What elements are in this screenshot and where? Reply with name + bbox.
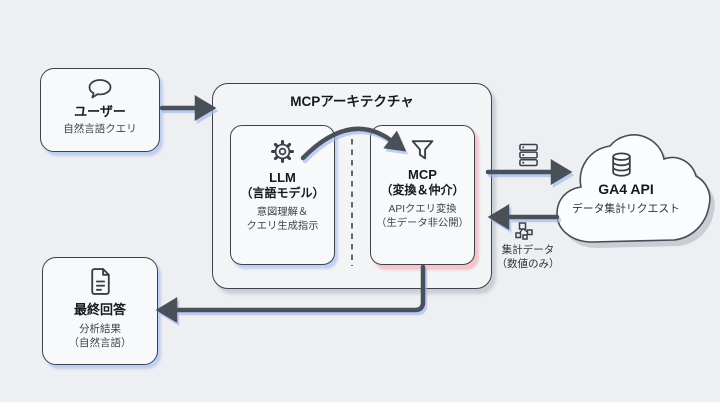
database-icon <box>609 151 634 179</box>
llm-subtitle: （言語モデル） <box>240 186 325 200</box>
llm-title: LLM <box>269 170 296 185</box>
user-title: ユーザー <box>74 104 126 119</box>
gear-icon <box>269 138 296 165</box>
ga4-subtitle: データ集計リクエスト <box>572 203 680 215</box>
user-box: ユーザー 自然言語クエリ <box>40 68 160 152</box>
mcp-desc-line1: APIクエリ変換 <box>388 204 457 215</box>
mcp-subtitle: （変換＆仲介） <box>380 183 465 197</box>
document-icon <box>88 267 113 296</box>
ga4-title: GA4 API <box>598 181 654 197</box>
answer-desc-line1: 分析結果 <box>79 323 121 335</box>
llm-desc-line2: クエリ生成指示 <box>246 220 319 232</box>
llm-desc-line1: 意図理解＆ <box>256 207 309 218</box>
answer-desc-line2: （自然言語） <box>68 336 132 349</box>
speech-bubble-icon <box>86 77 114 101</box>
aggregate-data-label: 集計データ （数値のみ） <box>484 244 572 271</box>
data-squares-icon <box>515 222 533 240</box>
architecture-title: MCPアーキテクチャ <box>290 94 414 109</box>
aggregate-label-line2: （数値のみ） <box>496 257 560 270</box>
user-subtitle: 自然言語クエリ <box>63 123 137 135</box>
answer-box: 最終回答 分析結果 （自然言語） <box>42 257 158 365</box>
llm-box: LLM （言語モデル） 意図理解＆ クエリ生成指示 <box>230 125 335 265</box>
mcp-box: MCP （変換＆仲介） APIクエリ変換 （生データ非公開） <box>370 125 475 265</box>
mcp-title: MCP <box>408 167 437 182</box>
aggregate-label-line1: 集計データ <box>501 244 555 256</box>
mcp-desc-line2: （生データ非公開） <box>376 217 469 229</box>
answer-title: 最終回答 <box>73 302 126 317</box>
funnel-icon <box>410 138 435 162</box>
arrow-user-to-architecture <box>159 95 217 121</box>
server-stack-icon <box>518 142 539 168</box>
